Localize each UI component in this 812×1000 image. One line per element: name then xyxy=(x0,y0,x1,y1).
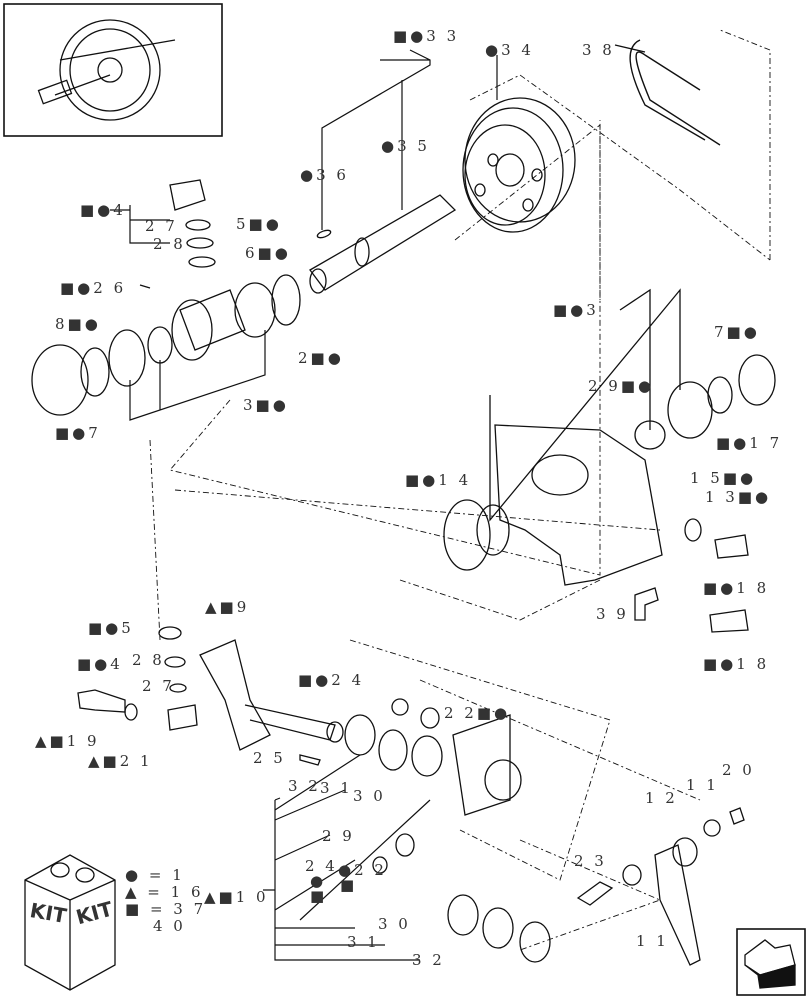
callout-label: 3 8 xyxy=(582,41,615,59)
callout-label: 2 9 xyxy=(322,827,355,845)
callout-label: ■●7 xyxy=(55,424,101,442)
callout-label: ● xyxy=(310,872,327,890)
legend-item: ▲ = 1 6 xyxy=(125,883,204,901)
callout-label: ■●3 xyxy=(553,301,599,319)
callout-label: 5■● xyxy=(236,215,282,233)
callout-label: 2 0 xyxy=(722,761,755,779)
kit-text: KIT xyxy=(28,898,69,928)
callout-label: 2 7 xyxy=(145,217,178,235)
callout-label: 1 3■● xyxy=(705,488,772,506)
kit-text: KIT xyxy=(73,896,116,930)
callout-label: ■●1 8 xyxy=(703,579,770,597)
callout-label: ●2 2 xyxy=(338,861,387,879)
callout-label: ■●1 7 xyxy=(716,434,783,452)
arrow-icon[interactable] xyxy=(736,928,806,996)
bracket xyxy=(443,288,776,633)
callout-label: 2■● xyxy=(298,349,344,367)
callout-label: ▲■1 9 xyxy=(35,732,100,750)
callout-label: ■●1 8 xyxy=(703,655,770,673)
callout-label: 3 0 xyxy=(353,787,386,805)
callout-label: ●3 6 xyxy=(300,166,349,184)
callout-label: 3 1 xyxy=(347,933,380,951)
callout-label: 2 3 xyxy=(574,852,607,870)
callout-label: ■●5 xyxy=(88,619,134,637)
shaft xyxy=(309,194,457,294)
callout-label: ■●2 4 xyxy=(298,671,365,689)
callout-label: 2 5 xyxy=(253,749,286,767)
callout-label: 3■● xyxy=(243,396,289,414)
callout-label: 2 2■● xyxy=(444,704,511,722)
callout-label: 2 8 xyxy=(132,651,165,669)
callout-label: ▲■1 0 xyxy=(204,888,269,906)
steering-knuckle xyxy=(77,626,551,963)
callout-label: 1 1 xyxy=(686,776,719,794)
legend-item: ● = 1 xyxy=(125,866,185,884)
callout-label: ■●3 3 xyxy=(393,27,460,45)
callout-label: 7■● xyxy=(714,323,760,341)
callout-label: ▲■2 1 xyxy=(88,752,153,770)
callout-label: 3 1 xyxy=(320,779,353,797)
callout-label: 2 9■● xyxy=(588,377,655,395)
kit-box-icon xyxy=(24,854,116,991)
adjuster-arm xyxy=(576,807,745,966)
callout-label: 8■● xyxy=(55,315,101,333)
callout-label: 3 2 xyxy=(412,951,445,969)
callout-label: 2 7 xyxy=(142,677,175,695)
callout-label: 2 8 xyxy=(153,235,186,253)
callout-label: 1 2 xyxy=(645,789,678,807)
legend-item: 4 0 xyxy=(153,917,186,935)
callout-label: 1 1 xyxy=(636,932,669,950)
callout-label: ■●4 xyxy=(80,201,126,219)
legend-item: ■ = 3 7 xyxy=(125,900,207,918)
callout-label: 1 5■● xyxy=(690,469,757,487)
pulley xyxy=(462,97,576,233)
callout-label: ▲■9 xyxy=(205,598,250,616)
inset-thumbnail xyxy=(3,3,223,137)
callout-label: ■●4 xyxy=(77,655,123,673)
callout-label: ■ xyxy=(340,876,358,894)
callout-label: 3 2 xyxy=(288,777,321,795)
callout-label: 3 0 xyxy=(378,915,411,933)
callout-label: 6■● xyxy=(245,244,291,262)
callout-label: ■ xyxy=(310,887,328,905)
belt xyxy=(629,39,721,146)
callout-label: 2 4 xyxy=(305,857,338,875)
callout-label: ●3 4 xyxy=(485,41,534,59)
callout-label: ■●2 6 xyxy=(60,279,127,297)
callout-label: ■●1 4 xyxy=(405,471,472,489)
callout-label: 3 9 xyxy=(596,605,629,623)
callout-label: ●3 5 xyxy=(381,137,430,155)
